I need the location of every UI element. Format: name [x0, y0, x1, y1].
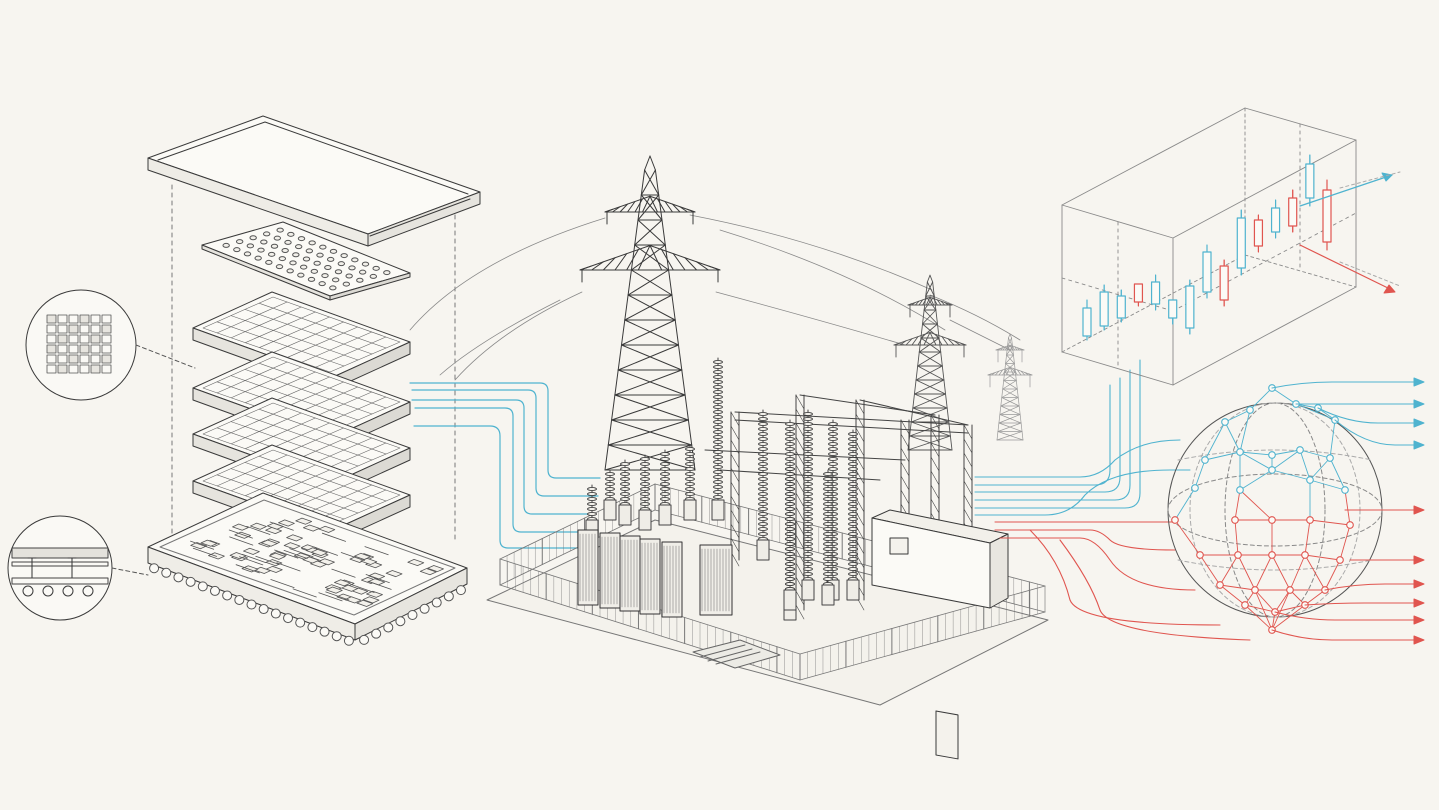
- candle: [1133, 283, 1144, 307]
- chart-output-arrows: [1299, 171, 1401, 294]
- die-layers: [192, 291, 411, 544]
- candlestick-chart-box-icon: [1061, 107, 1401, 386]
- die-detail-loupe-icon: [25, 289, 196, 401]
- candle: [1305, 154, 1315, 207]
- candle: [1202, 244, 1212, 299]
- candle: [1253, 214, 1264, 253]
- candle: [1168, 299, 1178, 325]
- distant-transmission-tower: [893, 274, 967, 451]
- candle: [1116, 289, 1126, 323]
- candle: [1150, 274, 1161, 311]
- heat-spreader-lid: [147, 115, 481, 247]
- control-building-icon: [871, 509, 1009, 760]
- candle: [1236, 209, 1246, 276]
- power-lines: [409, 214, 1021, 381]
- package-substrate: [147, 492, 468, 646]
- exploded-chip-stack-icon: [147, 115, 481, 646]
- candle: [1219, 259, 1229, 307]
- transmission-tower-icon: [579, 155, 721, 471]
- candle: [1185, 279, 1195, 335]
- substation-to-globe-blue-lines: [974, 359, 1191, 516]
- candle: [1270, 199, 1281, 239]
- network-globe-icon: [1167, 377, 1425, 645]
- substation-to-globe-red-lines: [994, 521, 1251, 641]
- electrical-substation-icon: [486, 357, 1049, 706]
- candle: [1099, 284, 1109, 331]
- stack-to-substation-signal-lines: [409, 382, 601, 549]
- candle: [1082, 299, 1092, 341]
- candlestick-series: [1082, 154, 1332, 341]
- candle: [1322, 179, 1332, 251]
- bump-cross-section-loupe-icon: [7, 515, 149, 621]
- thermal-interface-plate: [201, 221, 411, 301]
- candle: [1288, 189, 1298, 233]
- far-transmission-tower: [987, 333, 1033, 441]
